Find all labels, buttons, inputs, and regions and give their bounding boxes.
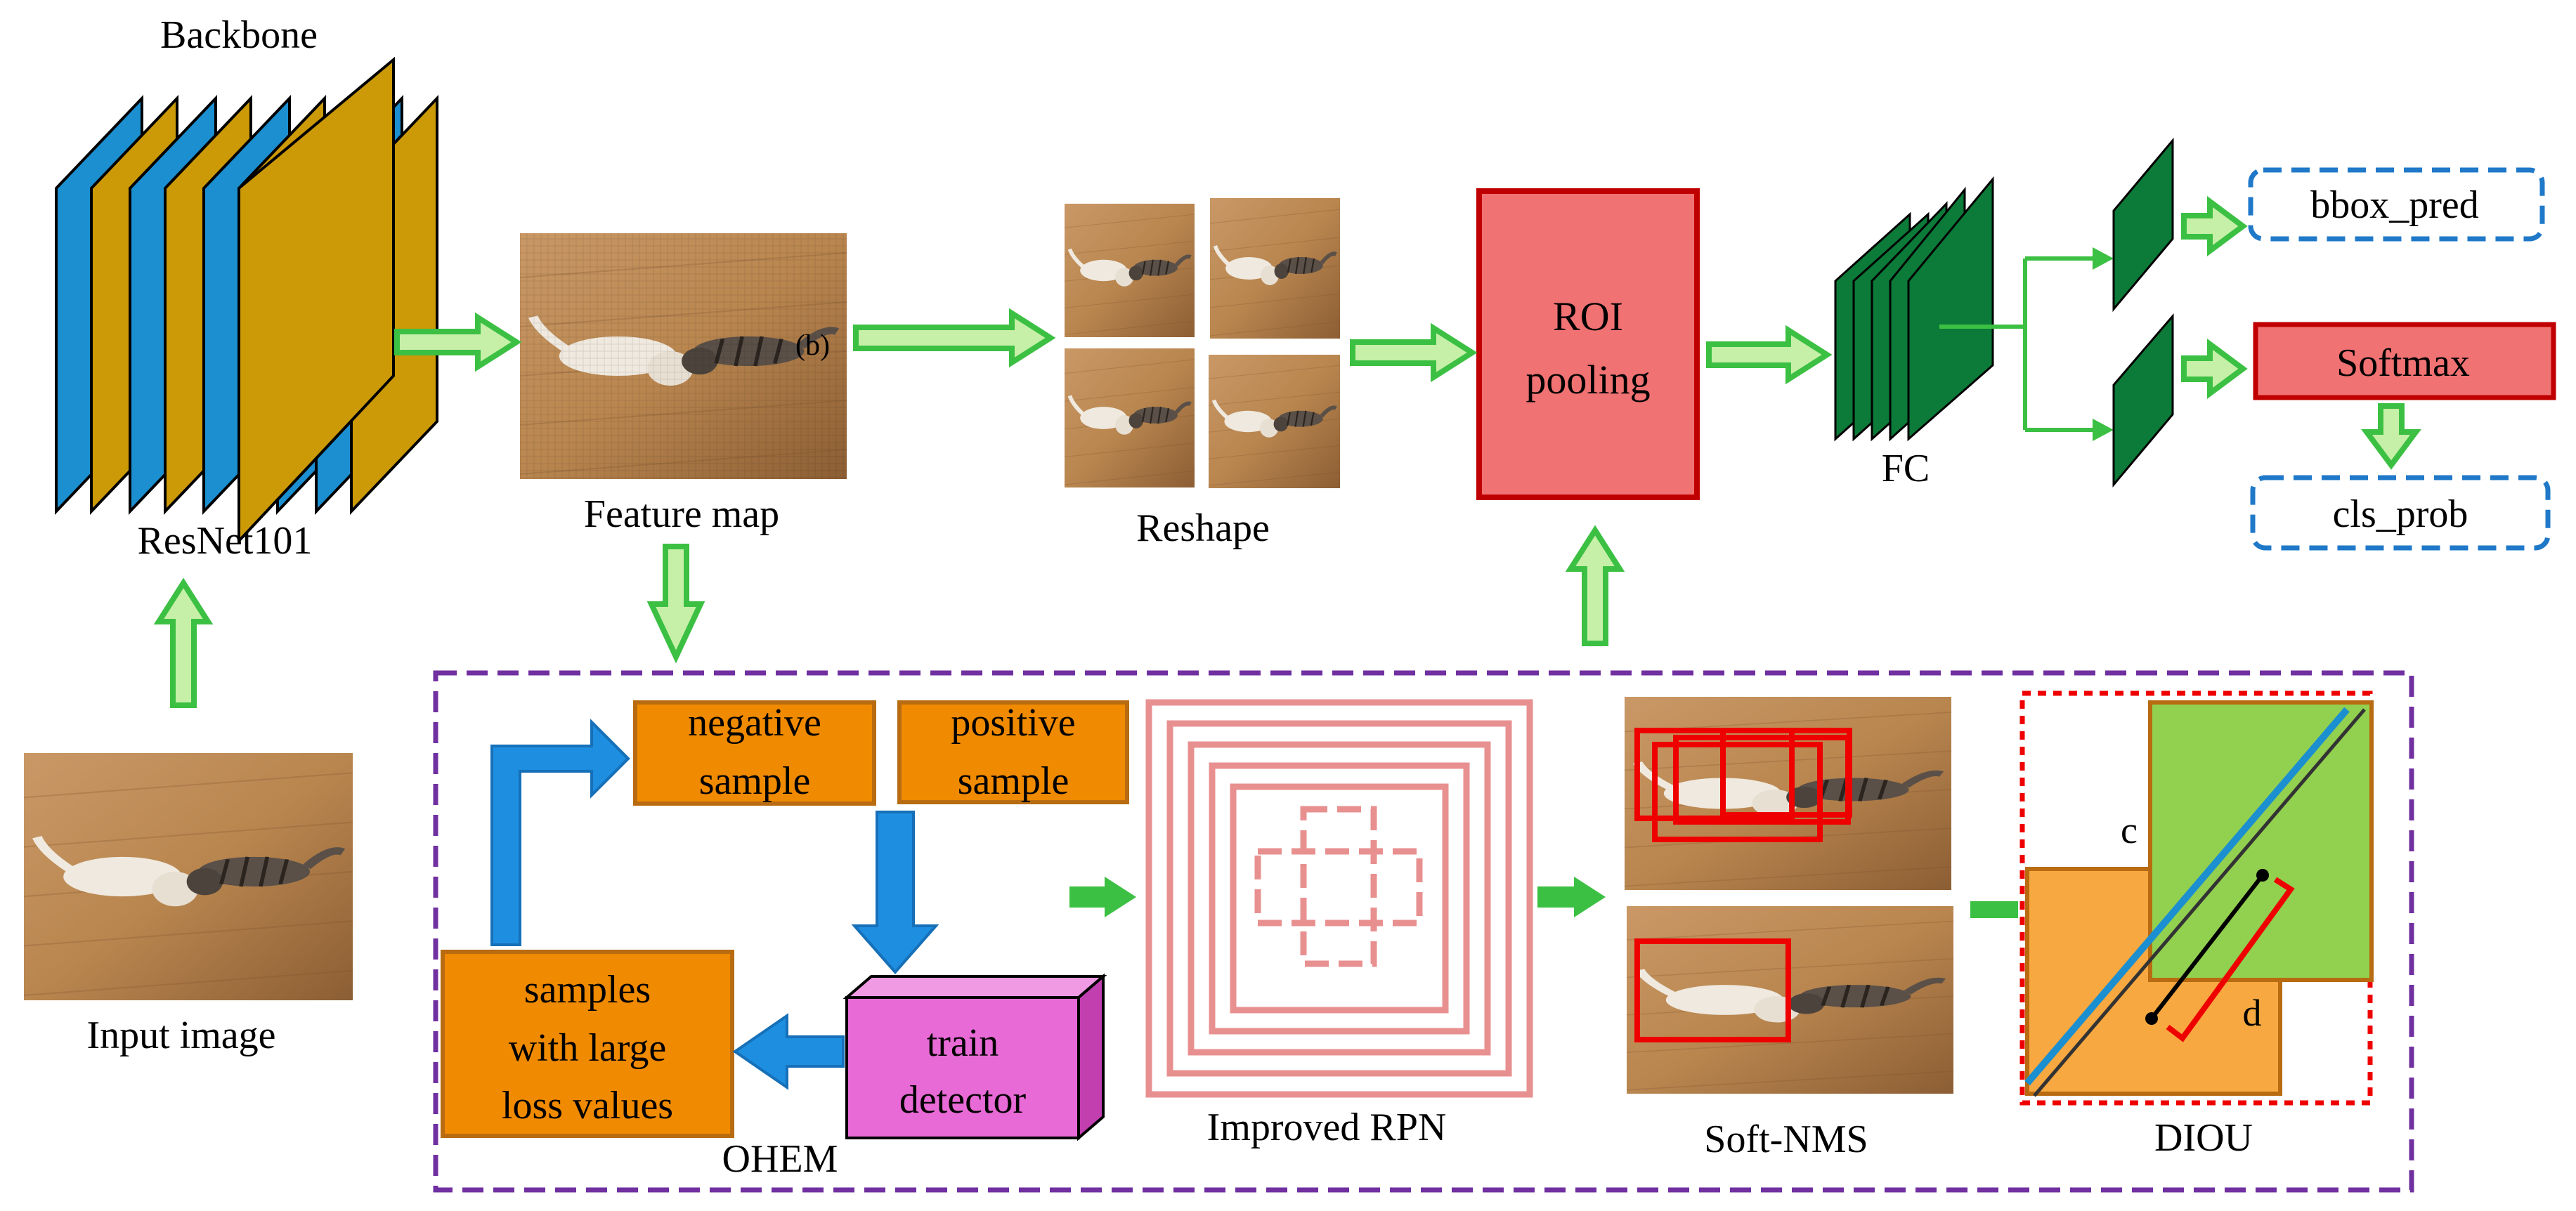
diou-ground-truth-box xyxy=(2148,700,2374,982)
arrow-to-bbox xyxy=(2181,196,2248,256)
diou-enclosing-box xyxy=(2019,690,2373,1106)
diou-d-label: d xyxy=(2243,992,2262,1034)
arrow-to-rpn xyxy=(1069,877,1136,917)
bbox-branch-layer xyxy=(2112,137,2174,313)
resnet-label: ResNet101 xyxy=(138,519,313,563)
input-image xyxy=(24,753,353,1000)
arrow-train-to-samples xyxy=(732,1013,845,1090)
fc-label: FC xyxy=(1882,447,1930,490)
arrow-rpn-to-nms xyxy=(1537,877,1606,917)
arrow-feature-down xyxy=(646,544,705,664)
reshape-image-br xyxy=(1209,355,1340,488)
diou-c-label: c xyxy=(2121,809,2138,851)
diou-diagonal-c xyxy=(2024,707,2366,1097)
large-loss-line2: with large xyxy=(509,1026,666,1070)
ohem-label: OHEM xyxy=(722,1137,838,1181)
arrow-input-to-backbone xyxy=(153,577,214,708)
arrow-nms-to-diou xyxy=(1970,901,2018,918)
large-loss-line3: loss values xyxy=(502,1084,673,1127)
arrow-to-softmax xyxy=(2181,339,2248,399)
negative-sample-box xyxy=(633,700,876,806)
fc-arrowhead-bottom xyxy=(2093,419,2114,441)
arrow-negative-to-train xyxy=(851,811,939,975)
train-detector-box xyxy=(843,973,1107,1141)
fc-arrowhead-top xyxy=(2093,247,2114,270)
roi-pooling-line1: ROI xyxy=(1553,294,1623,339)
cls-prob-box xyxy=(2250,475,2551,551)
softmax-box xyxy=(2253,322,2556,400)
soft-nms-boxes xyxy=(1634,728,1852,1042)
diou-center-distance xyxy=(2145,869,2295,1042)
reshape-image-bl xyxy=(1065,348,1195,487)
large-loss-samples-box xyxy=(441,950,734,1138)
positive-sample-line2: sample xyxy=(958,759,1069,803)
train-detector-line1: train xyxy=(927,1021,999,1065)
improved-rpn-rings xyxy=(1145,699,1533,1098)
negative-sample-line2: sample xyxy=(699,759,811,803)
cls-prob-label: cls_prob xyxy=(2333,492,2468,536)
positive-sample-box xyxy=(897,700,1129,804)
roi-pooling-line2: pooling xyxy=(1526,357,1650,402)
bbox-pred-box xyxy=(2248,167,2545,242)
arrow-reshape-to-roi xyxy=(1350,322,1478,383)
reshape-image-tl xyxy=(1065,204,1195,337)
reshape-image-tr xyxy=(1210,198,1340,339)
soft-nms-label: Soft-NMS xyxy=(1704,1118,1868,1161)
arrow-backbone-to-feature xyxy=(394,312,522,372)
arrow-softmax-to-cls xyxy=(2361,403,2421,470)
negative-sample-line1: negative xyxy=(688,701,821,745)
large-loss-line1: samples xyxy=(524,968,651,1012)
input-image-label: Input image xyxy=(86,1014,275,1057)
arrow-feature-to-reshape xyxy=(853,308,1056,368)
roi-pooling-box xyxy=(1476,188,1700,500)
feature-map-inset-label: (b) xyxy=(795,329,830,362)
arrow-up-to-roi xyxy=(1565,525,1625,646)
fc-split-connector xyxy=(1939,256,2094,432)
feature-map-label: Feature map xyxy=(584,492,779,536)
fc-layers xyxy=(1834,176,1994,442)
train-detector-line2: detector xyxy=(899,1078,1027,1122)
backbone-label: Backbone xyxy=(160,13,318,57)
positive-sample-line1: positive xyxy=(951,701,1075,745)
arrow-samples-to-negative xyxy=(490,719,630,946)
cls-branch-layer xyxy=(2112,313,2174,488)
diou-label: DIOU xyxy=(2154,1116,2253,1160)
bbox-pred-label: bbox_pred xyxy=(2310,183,2479,227)
backbone-stack xyxy=(55,56,438,545)
rpn-anchor-cross xyxy=(1254,806,1423,967)
feature-map-grid xyxy=(520,233,847,479)
bottom-module-frame xyxy=(433,670,2414,1193)
arrow-roi-to-fc xyxy=(1706,325,1833,385)
reshape-label: Reshape xyxy=(1136,506,1270,550)
improved-rpn-label: Improved RPN xyxy=(1207,1106,1447,1149)
flow-arrows xyxy=(153,196,2421,708)
softmax-label: Softmax xyxy=(2336,341,2470,385)
ohem-loop-arrows xyxy=(490,719,939,1090)
